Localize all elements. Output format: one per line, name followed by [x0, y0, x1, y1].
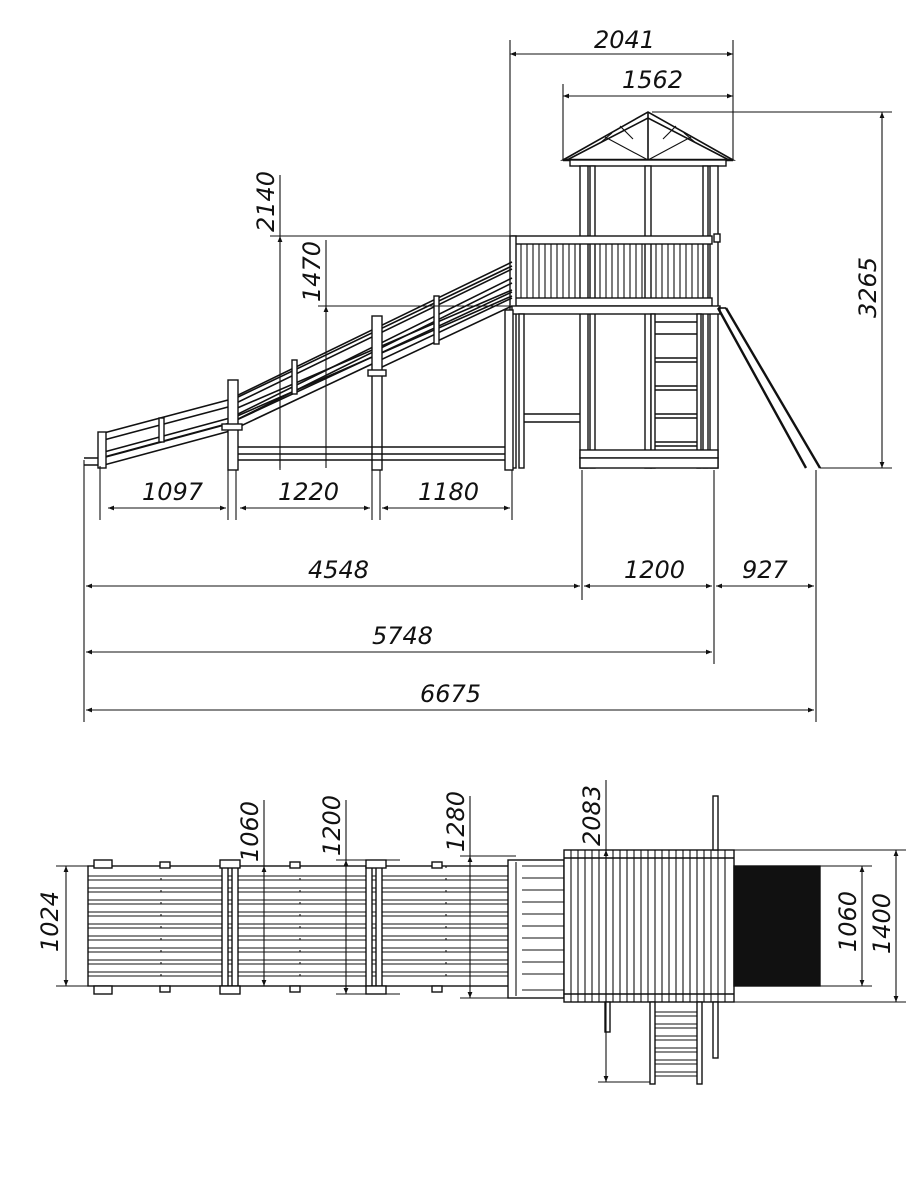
dim-1060-slide-label: 1060	[834, 891, 862, 952]
dim-1220-label: 1220	[278, 478, 339, 506]
tower-posts	[579, 165, 719, 469]
dim-1280-label: 1280	[442, 791, 470, 852]
tower-deck-plan	[563, 795, 735, 1059]
dim-1180-label: 1180	[418, 478, 479, 506]
ramp-deck-plan	[87, 859, 565, 999]
dim-2140-label: 2140	[252, 171, 280, 232]
ramp	[84, 261, 514, 471]
dim-overall: 4548 1200 927 5748 6675	[83, 460, 817, 722]
dim-1200-label: 1200	[624, 556, 685, 584]
dim-1280: 1280	[442, 791, 516, 999]
top-view: 1024 1060 1200 1280 2	[36, 780, 906, 1085]
dim-2083: 2083	[578, 780, 650, 1083]
dim-2041: 2041	[509, 26, 734, 236]
dim-6675-label: 6675	[420, 680, 481, 708]
dim-3265-label: 3265	[854, 257, 882, 318]
dim-1200-ramp: 1200	[318, 795, 400, 995]
tower-roof	[559, 111, 737, 167]
dim-1060-ramp: 1060	[236, 800, 267, 986]
dim-1024-label: 1024	[36, 891, 64, 952]
dim-1060-slide: 1060	[820, 865, 872, 987]
tower-base	[579, 449, 719, 469]
side-view: 2140 1470 3265 2041 1562	[83, 26, 892, 722]
ladder	[650, 313, 702, 469]
dim-5748-label: 5748	[372, 622, 433, 650]
ladder-plan	[649, 1001, 703, 1085]
slide-plan	[733, 865, 821, 987]
dim-1400-label: 1400	[868, 893, 896, 954]
dim-1470: 1470	[298, 240, 510, 468]
dim-1562-label: 1562	[622, 66, 683, 94]
dim-2140: 2140	[252, 171, 510, 470]
dim-ramp-sections: 1097 1220 1180	[99, 466, 513, 520]
dim-2041-label: 2041	[594, 26, 655, 54]
dim-1470-label: 1470	[298, 241, 326, 302]
dim-1024: 1024	[36, 865, 88, 987]
dim-1562: 1562	[562, 66, 733, 160]
tower-platform	[511, 305, 721, 469]
dim-1097-label: 1097	[142, 478, 204, 506]
dim-927-label: 927	[742, 556, 789, 584]
tower-railing	[509, 233, 721, 469]
dim-3265: 3265	[652, 111, 892, 469]
dim-4548-label: 4548	[308, 556, 369, 584]
dim-1060-ramp-label: 1060	[236, 801, 264, 862]
slide	[716, 307, 822, 469]
dim-2083-label: 2083	[578, 785, 606, 846]
dim-1200-ramp-label: 1200	[318, 795, 346, 856]
dim-1400: 1400	[734, 849, 906, 1003]
